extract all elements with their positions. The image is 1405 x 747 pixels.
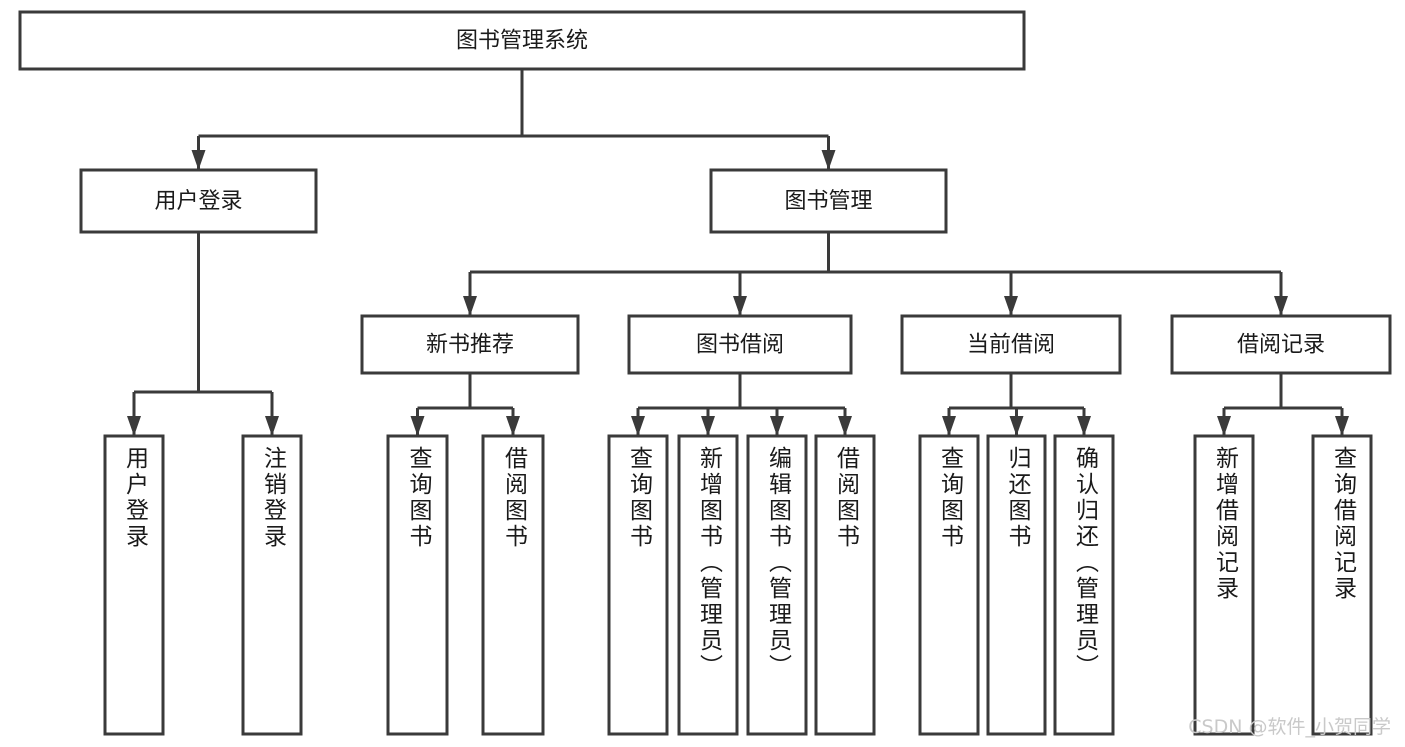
node-box-level2-0[interactable] xyxy=(79,168,318,234)
node-label-图书管理系统: 图书管理系统 xyxy=(456,29,588,54)
connectors-layer xyxy=(127,69,1349,436)
node-label-借阅记录: 借阅记录 xyxy=(1237,333,1325,358)
node-box-leaf-1[interactable] xyxy=(241,434,303,736)
borrow-to-leaves-arrowhead-1 xyxy=(701,416,715,436)
node-box-level3-2[interactable] xyxy=(900,314,1122,375)
node-box-leaf-12[interactable] xyxy=(1311,434,1373,736)
node-box-level3-3[interactable] xyxy=(1170,314,1392,375)
newbook-to-leaves-arrowhead-0 xyxy=(410,416,425,436)
node-label-图书管理: 图书管理 xyxy=(784,189,872,214)
node-box-leaf-11[interactable] xyxy=(1193,434,1255,736)
login-to-leaves-arrowhead-1 xyxy=(265,416,279,436)
node-label-新书推荐: 新书推荐 xyxy=(426,333,514,358)
node-box-leaf-3[interactable] xyxy=(481,434,545,736)
node-box-level3-1[interactable] xyxy=(627,314,853,375)
node-box-leaf-9[interactable] xyxy=(986,434,1047,736)
node-box-leaf-4[interactable] xyxy=(607,434,669,736)
records-to-leaves-arrowhead-0 xyxy=(1217,416,1231,436)
node-box-leaf-8[interactable] xyxy=(918,434,980,736)
node-box-leaf-10[interactable] xyxy=(1053,434,1115,736)
node-box-leaf-5[interactable] xyxy=(677,434,739,736)
borrow-to-leaves-arrowhead-0 xyxy=(631,416,645,436)
newbook-to-leaves-arrowhead-1 xyxy=(506,416,520,436)
borrow-to-leaves-arrowhead-2 xyxy=(770,416,784,436)
current-to-leaves-arrowhead-1 xyxy=(1009,416,1024,436)
node-boxes-layer xyxy=(18,10,1392,736)
bookmgmt-to-level3-arrowhead-2 xyxy=(1004,296,1018,316)
node-label-用户登录: 用户登录 xyxy=(154,189,242,214)
login-to-leaves-arrowhead-0 xyxy=(127,416,141,436)
node-box-root-0[interactable] xyxy=(18,10,1026,71)
node-box-level3-0[interactable] xyxy=(360,314,580,375)
node-label-当前借阅: 当前借阅 xyxy=(967,333,1055,358)
node-box-leaf-7[interactable] xyxy=(814,434,876,736)
borrow-to-leaves-arrowhead-3 xyxy=(838,416,852,436)
current-to-leaves-arrowhead-2 xyxy=(1077,416,1091,436)
root-to-level2-arrowhead-0 xyxy=(191,150,206,170)
current-to-leaves-arrowhead-0 xyxy=(942,416,956,436)
bookmgmt-to-level3-arrowhead-3 xyxy=(1274,296,1288,316)
node-box-level2-1[interactable] xyxy=(709,168,948,234)
node-box-leaf-2[interactable] xyxy=(386,434,449,736)
records-to-leaves-arrowhead-1 xyxy=(1335,416,1349,436)
node-box-leaf-6[interactable] xyxy=(746,434,808,736)
node-label-图书借阅: 图书借阅 xyxy=(696,333,784,358)
root-to-level2-arrowhead-1 xyxy=(821,150,836,170)
bookmgmt-to-level3-arrowhead-0 xyxy=(463,296,477,316)
node-box-leaf-0[interactable] xyxy=(103,434,165,736)
bookmgmt-to-level3-arrowhead-1 xyxy=(733,296,747,316)
